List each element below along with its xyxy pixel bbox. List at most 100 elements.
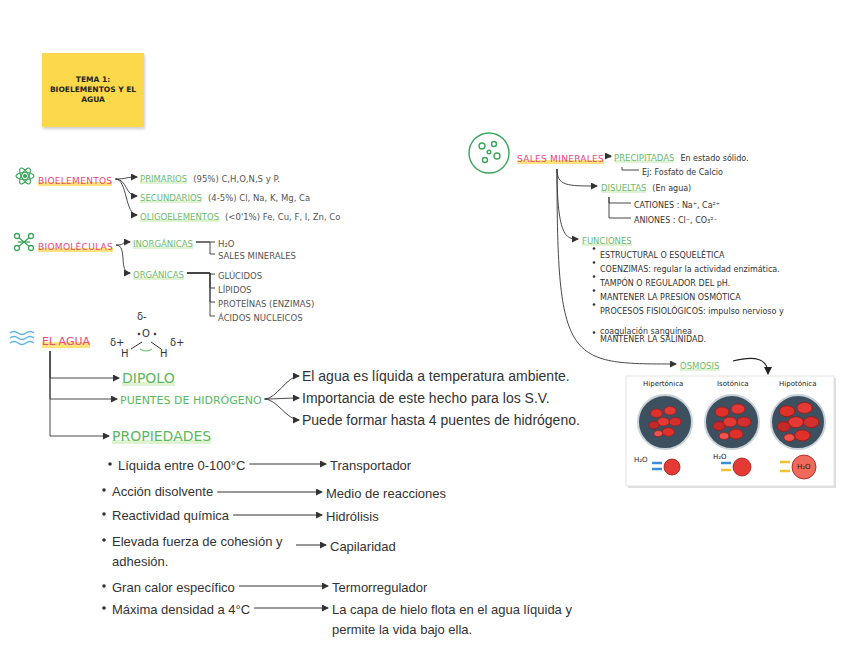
node-text: Reactividad química (112, 508, 229, 523)
node-text: TAMPÓN O REGULADOR DEL pH. (600, 279, 730, 288)
note-node: PUENTES DE HIDRÓGENO (120, 389, 262, 409)
note-node: ORGÁNICAS (133, 263, 184, 283)
node-text: Elevada fuerza de cohesión y adhesión. (112, 534, 283, 569)
node-text: PRECIPITADAS (614, 153, 674, 163)
annotation-label: Hipertónica (643, 380, 683, 388)
connector (249, 464, 326, 465)
connector (115, 177, 137, 179)
bullet-dot (102, 512, 106, 516)
connector (50, 351, 109, 436)
node-text: ANIONES : Cl⁻, CO₃²⁻ (634, 216, 718, 225)
note-node: DIPOLO (122, 368, 175, 388)
connector (239, 586, 328, 587)
molecule-icon (15, 234, 34, 251)
node-text: GLÚCIDOS (218, 271, 262, 281)
note-node: EL AGUA (42, 330, 90, 350)
node-text: PROCESOS FISIOLÓGICOS: impulso nervioso … (600, 307, 784, 336)
connector (187, 273, 215, 288)
node-text: (<0'1%) Fe, Cu, F, I, Zn, Co (225, 212, 340, 222)
connector (265, 398, 299, 399)
node-text: ÁCIDOS NUCLEICOS (218, 313, 303, 323)
annotation-label: Hipotónica (779, 380, 816, 388)
node-text: El agua es líquida a temperatura ambient… (302, 368, 570, 384)
annotation-label: H₂O (797, 463, 811, 471)
annotation-label: δ+ (110, 337, 125, 348)
connector (187, 273, 215, 302)
node-text: DISUELTAS (601, 183, 646, 193)
node-text: Ej: Fosfato de Calcio (642, 168, 723, 177)
node-text: FUNCIONES (582, 236, 632, 246)
note-node: Reactividad química (112, 505, 229, 525)
node-text: SECUNDARIOS (140, 193, 202, 203)
connector (296, 545, 326, 546)
note-node: ESTRUCTURAL O ESQUELÉTICA (600, 243, 724, 263)
title-text: TEMA 1: BIOELEMENTOS Y EL AGUA (42, 75, 144, 104)
node-text: SALES MINERALES (218, 251, 296, 261)
note-node: OLIGOELEMENTOS (<0'1%) Fe, Cu, F, I, Zn, … (140, 205, 340, 225)
annotation-label: H (160, 348, 168, 359)
connector (557, 169, 578, 239)
note-node: PRECIPITADASEn estado sólido. (614, 146, 749, 166)
node-text: PUENTES DE HIDRÓGENO (120, 394, 262, 407)
node-text: ÓSMOSIS (680, 361, 719, 371)
node-text: EL AGUA (42, 335, 90, 348)
node-text: OLIGOELEMENTOS (140, 212, 219, 222)
note-node: BIOMOLÉCULAS (38, 235, 113, 255)
node-text: ORGÁNICAS (133, 270, 184, 280)
note-node: Puede formar hasta 4 puentes de hidrógen… (302, 410, 580, 430)
node-text: CATIONES : Na⁺, Ca²⁺ (634, 201, 720, 210)
osmosis-illustration (626, 376, 836, 488)
bullet-dot (593, 289, 596, 292)
node-text: SALES MINERALES (517, 154, 604, 164)
note-node: Ej: Fosfato de Calcio (642, 160, 723, 180)
node-text: Máxima densidad a 4°C (112, 602, 250, 617)
node-text: LÍPIDOS (218, 285, 252, 295)
node-text: Hidrólisis (326, 509, 379, 524)
node-text: La capa de hielo flota en el agua líquid… (332, 602, 572, 637)
node-text: Transportador (330, 458, 411, 473)
note-node: PRIMARIOS(95%) C,H,O,N,S y P. (140, 167, 280, 187)
node-text: Gran calor específico (112, 580, 235, 595)
note-node: GLÚCIDOS (218, 264, 262, 284)
bullet-dot (102, 488, 106, 492)
note-node: PROTEÍNAS (ENZIMAS) (218, 292, 314, 312)
connector (607, 156, 611, 157)
note-node: Máxima densidad a 4°C (112, 599, 250, 619)
note-node: ANIONES : Cl⁻, CO₃²⁻ (634, 208, 718, 228)
note-node: H₂O (218, 232, 235, 252)
node-text: Termorregulador (332, 580, 427, 595)
note-node: ÁCIDOS NUCLEICOS (218, 306, 303, 326)
connector (116, 242, 130, 245)
note-node: La capa de hielo flota en el agua líquid… (332, 599, 602, 639)
bullet-dot (102, 584, 106, 588)
bullet-dot (102, 606, 106, 610)
annotation-label: δ+ (170, 337, 185, 348)
note-node: MANTENER LA PRESIÓN OSMÓTICA (600, 285, 741, 305)
node-text: Acción disolvente (112, 484, 213, 499)
bullet-dot (593, 247, 596, 250)
node-text: (95%) C,H,O,N,S y P. (193, 174, 280, 184)
sticky-note: TEMA 1: BIOELEMENTOS Y EL AGUA (42, 53, 144, 127)
note-node: INORGÁNICAS (133, 232, 193, 252)
note-node: Elevada fuerza de cohesión y adhesión. (112, 531, 292, 571)
connector (115, 179, 137, 196)
note-node: DISUELTAS(En agua) (601, 176, 691, 196)
note-node: Medio de reacciones (326, 483, 446, 503)
note-node: El agua es líquida a temperatura ambient… (302, 366, 570, 386)
note-node: SALES MINERALES (517, 147, 604, 167)
node-text: Capilaridad (330, 539, 396, 554)
connector (233, 515, 322, 516)
bullet-dot (593, 303, 596, 306)
annotation-label: H (121, 348, 129, 359)
note-node: Capilaridad (330, 536, 396, 556)
cell-icon (469, 133, 509, 173)
water-icon (10, 332, 34, 345)
node-text: Importancia de este hecho para los S.V. (302, 390, 550, 406)
node-text: BIOELEMENTOS (38, 176, 112, 186)
node-text: DIPOLO (122, 370, 175, 386)
bullet-dot (593, 261, 596, 264)
node-text: MANTENER LA PRESIÓN OSMÓTICA (600, 293, 741, 302)
connector (609, 197, 631, 218)
connector (622, 167, 639, 170)
note-node: Líquida entre 0-100°C (118, 455, 245, 475)
